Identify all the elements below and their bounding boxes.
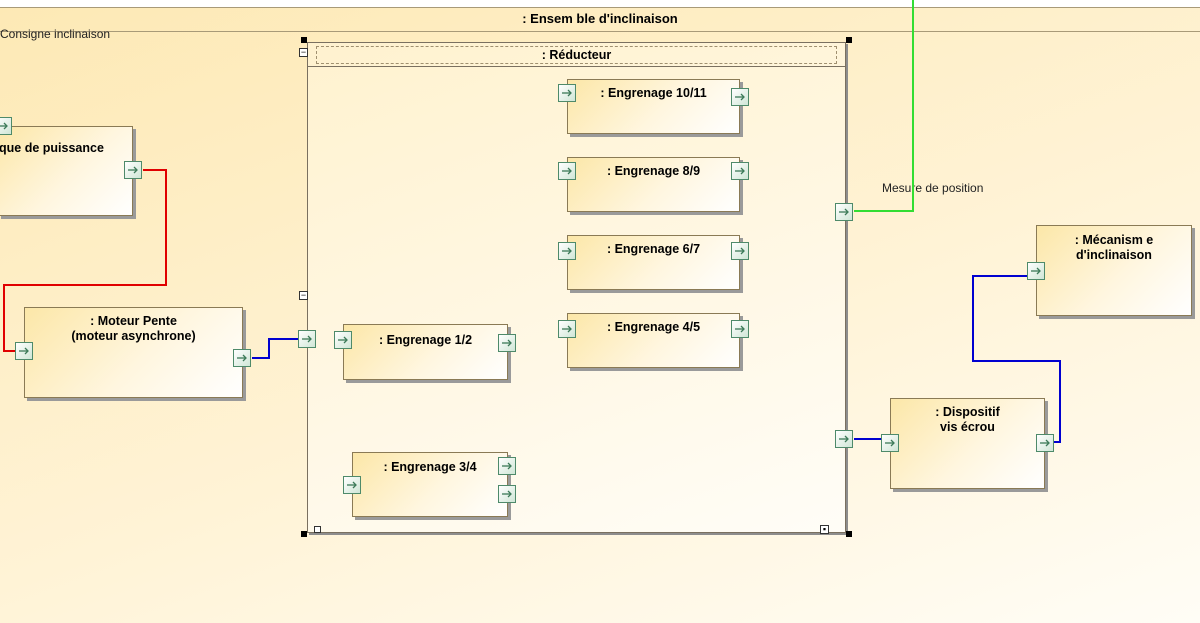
port-arrow-right-icon[interactable] <box>835 203 853 221</box>
port-arrow-right-icon[interactable] <box>558 162 576 180</box>
selection-handle[interactable] <box>846 531 852 537</box>
port-arrow-right-icon[interactable] <box>1036 434 1054 452</box>
engrenage-label: : Engrenage 6/7 <box>606 242 701 256</box>
engrenage-label: : Engrenage 3/4 <box>383 460 477 474</box>
mesure-label: Mesure de position <box>882 181 984 195</box>
dispositif-label-2: vis écrou <box>940 420 995 434</box>
part-engrenage-3-4[interactable]: : Engrenage 3/4 <box>352 452 508 517</box>
frame-title: : Ensem ble d'inclinaison <box>0 7 1200 32</box>
engrenage-label: : Engrenage 4/5 <box>606 320 701 334</box>
resize-corner-icon[interactable]: ▪ <box>820 525 829 534</box>
mecanisme-label-2: d'inclinaison <box>1076 248 1152 262</box>
port-arrow-right-icon[interactable] <box>124 161 142 179</box>
selection-handle[interactable] <box>846 37 852 43</box>
consigne-label: Consigne inclinaison <box>0 27 111 41</box>
port-arrow-right-icon[interactable] <box>1027 262 1045 280</box>
dispositif-label-1: : Dispositif <box>935 405 1000 419</box>
port-arrow-right-icon[interactable] <box>731 88 749 106</box>
part-engrenage-1-2[interactable]: : Engrenage 1/2 <box>343 324 508 380</box>
engrenage-label: : Engrenage 1/2 <box>378 333 473 347</box>
port-arrow-right-icon[interactable] <box>334 331 352 349</box>
selection-handle[interactable] <box>301 531 307 537</box>
port-arrow-right-icon[interactable] <box>498 457 516 475</box>
mecanisme-label-1: : Mécanism e <box>1074 233 1154 247</box>
position-signal-wire <box>854 0 914 212</box>
part-mecanisme[interactable]: : Mécanism e d'inclinaison <box>1036 225 1192 316</box>
port-arrow-right-icon[interactable] <box>558 320 576 338</box>
port-arrow-right-icon[interactable] <box>835 430 853 448</box>
engrenage-label: : Engrenage 10/11 <box>600 86 707 100</box>
resize-corner-icon[interactable] <box>314 526 321 533</box>
selection-handle[interactable] <box>301 37 307 43</box>
reducteur-title: : Réducteur <box>316 46 837 64</box>
port-arrow-right-icon[interactable] <box>343 476 361 494</box>
reducteur-divider <box>308 66 845 67</box>
part-dispositif[interactable]: : Dispositif vis écrou <box>890 398 1045 489</box>
port-arrow-right-icon[interactable] <box>15 342 33 360</box>
part-engrenage-8-9[interactable]: : Engrenage 8/9 <box>567 157 740 212</box>
port-arrow-right-icon[interactable] <box>298 330 316 348</box>
power-wire <box>3 169 167 352</box>
port-arrow-right-icon[interactable] <box>498 485 516 503</box>
port-arrow-right-icon[interactable] <box>558 84 576 102</box>
port-arrow-right-icon[interactable] <box>558 242 576 260</box>
port-arrow-right-icon[interactable] <box>731 320 749 338</box>
part-puissance-label: que de puissance <box>0 141 104 155</box>
moteur-label-1: : Moteur Pente <box>90 314 177 328</box>
dispositif-to-mecanisme-wire <box>972 275 1061 443</box>
motor-to-reducer-wire <box>252 338 298 359</box>
port-arrow-right-icon[interactable] <box>731 242 749 260</box>
part-engrenage-4-5[interactable]: : Engrenage 4/5 <box>567 313 740 368</box>
port-arrow-right-icon[interactable] <box>233 349 251 367</box>
port-arrow-right-icon[interactable] <box>498 334 516 352</box>
part-moteur[interactable]: : Moteur Pente (moteur asynchrone) <box>24 307 243 398</box>
port-arrow-right-icon[interactable] <box>881 434 899 452</box>
engrenage-label: : Engrenage 8/9 <box>606 164 701 178</box>
collapse-icon[interactable]: − <box>299 47 308 57</box>
part-engrenage-10-11[interactable]: : Engrenage 10/11 <box>567 79 740 134</box>
part-engrenage-6-7[interactable]: : Engrenage 6/7 <box>567 235 740 290</box>
port-arrow-right-icon[interactable] <box>731 162 749 180</box>
port-arrow-right-icon[interactable] <box>0 117 12 135</box>
moteur-label-2: (moteur asynchrone) <box>71 329 196 343</box>
collapse-icon[interactable]: − <box>299 290 308 300</box>
